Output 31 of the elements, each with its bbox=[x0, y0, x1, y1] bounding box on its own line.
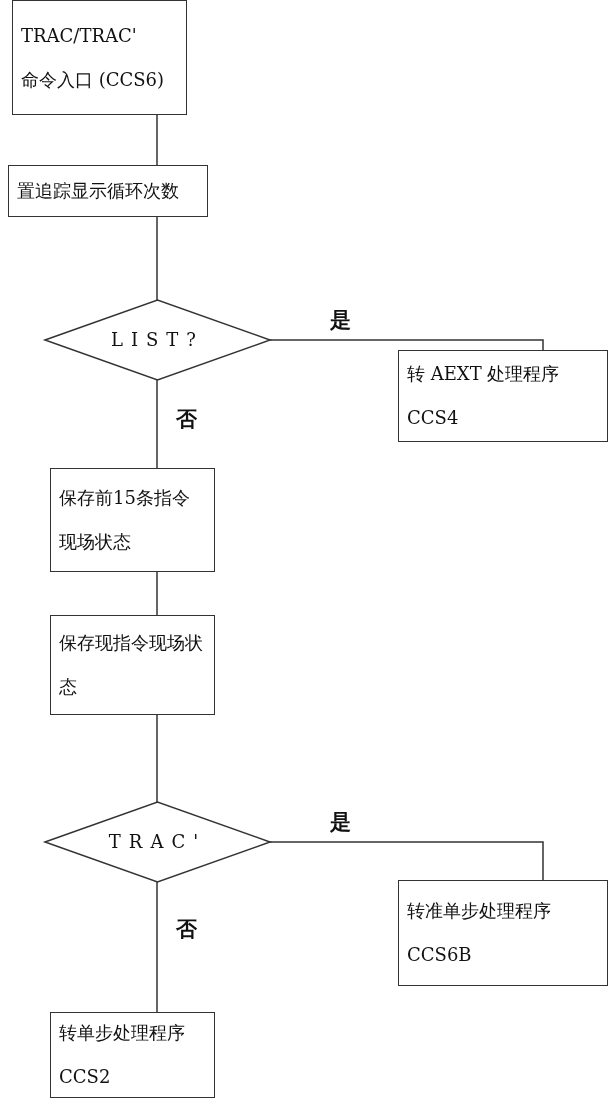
connector-line bbox=[156, 881, 158, 1013]
node-text: 置追踪显示循环次数 bbox=[17, 179, 179, 203]
process-box bbox=[12, 0, 187, 115]
process-box bbox=[50, 468, 215, 572]
edge-label: 否 bbox=[176, 405, 197, 433]
node-text: LIST? bbox=[110, 328, 205, 352]
process-box bbox=[398, 350, 608, 442]
edge-label: 是 bbox=[330, 808, 351, 836]
edge-label: 否 bbox=[176, 915, 197, 943]
node-text: TRAC' bbox=[108, 830, 207, 854]
process-box bbox=[8, 165, 208, 217]
edge-label: 是 bbox=[330, 306, 351, 334]
process-box bbox=[50, 615, 215, 715]
node-text: 保存现指令现场状态 bbox=[59, 631, 204, 699]
connector-line bbox=[156, 216, 158, 301]
node-text: 转单步处理程序 CCS2 bbox=[59, 1021, 186, 1089]
connector-line bbox=[156, 571, 158, 616]
decision-diamond bbox=[45, 802, 270, 882]
process-box bbox=[50, 1012, 215, 1098]
node-text: 命令入口 (CCS6) bbox=[21, 67, 165, 92]
decision-diamond bbox=[45, 300, 270, 380]
node-text: 保存前15条指令现场状态 bbox=[59, 486, 191, 554]
node-text: TRAC/TRAC' bbox=[21, 23, 137, 48]
connector-line bbox=[156, 714, 158, 803]
node-text: 转准单步处理程序 CCS6B bbox=[407, 899, 552, 967]
connector-line bbox=[269, 841, 544, 881]
connector-line bbox=[156, 379, 158, 469]
connector-line bbox=[269, 339, 544, 351]
connector-line bbox=[156, 114, 158, 166]
node-text: 转 AEXT 处理程序 CCS4 bbox=[407, 362, 561, 430]
process-box bbox=[398, 880, 608, 986]
